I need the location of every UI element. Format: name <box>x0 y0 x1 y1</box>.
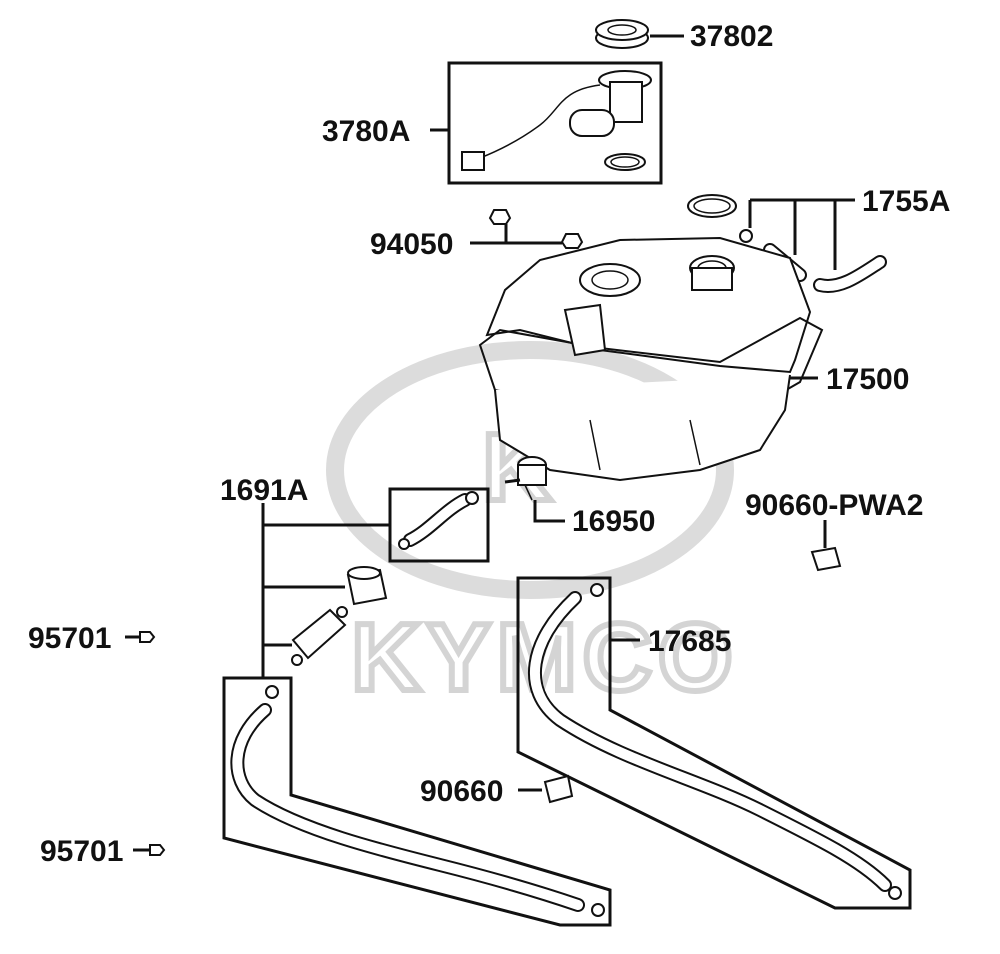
part-3780A-fuel-pump-assembly <box>430 61 663 185</box>
part-1691A-fuel-filter-assembly <box>261 487 490 678</box>
label-1691A: 1691A <box>220 474 308 507</box>
part-16950-fuel-cock <box>504 456 565 523</box>
label-17500: 17500 <box>826 363 909 396</box>
label-95701-upper: 95701 <box>28 622 111 655</box>
label-1755A: 1755A <box>862 185 950 218</box>
label-16950: 16950 <box>572 505 655 538</box>
part-37802-ring-nut <box>595 19 684 49</box>
label-3780A: 3780A <box>322 115 410 148</box>
part-17500-fuel-tank <box>478 236 824 482</box>
part-90660-PWA2-hose-clip <box>810 520 842 572</box>
label-90660-PWA2: 90660-PWA2 <box>745 489 923 522</box>
part-94050-nut <box>470 209 584 249</box>
label-90660: 90660 <box>420 775 503 808</box>
part-95701-bolt-upper <box>125 631 156 643</box>
part-90660-clip <box>518 774 574 804</box>
label-17685: 17685 <box>648 625 731 658</box>
label-95701-lower: 95701 <box>40 835 123 868</box>
label-37802: 37802 <box>690 20 773 53</box>
part-95701-bolt-lower <box>133 844 166 856</box>
part-lower-fuel-hose <box>222 676 612 927</box>
label-94050: 94050 <box>370 228 453 261</box>
part-17685-fuel-hose <box>516 576 912 910</box>
